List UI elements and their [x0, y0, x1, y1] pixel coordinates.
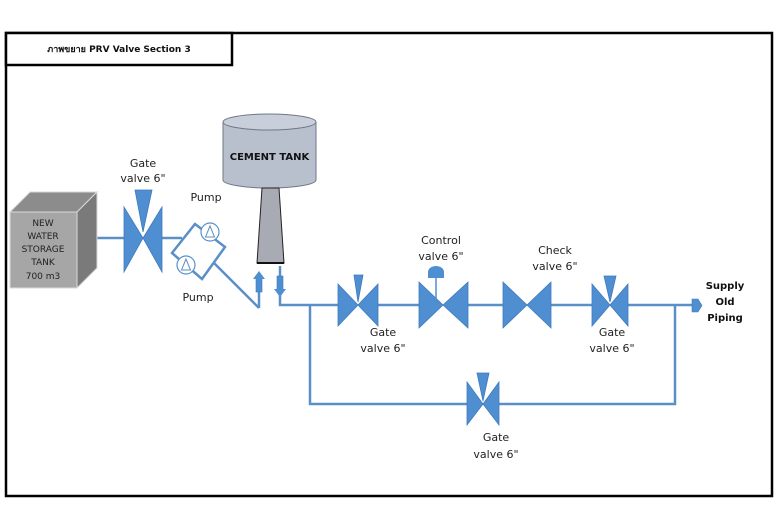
valve-label: valve 6" [473, 448, 518, 461]
control-valve: Control valve 6" [418, 234, 469, 329]
valve-left-wedge [502, 281, 528, 329]
pipes [97, 222, 692, 406]
valve-label: Gate [130, 157, 157, 170]
pumps: Pump Pump [176, 191, 222, 304]
valve-right-wedge [526, 281, 552, 329]
check-valve: Check valve 6" [502, 244, 578, 329]
valve-left-wedge [591, 282, 611, 328]
arrow-down-shaft [276, 275, 284, 291]
pump-label-bottom: Pump [182, 291, 213, 304]
valve-label: Check [538, 244, 572, 257]
valve-label: valve 6" [120, 172, 165, 185]
pump-triangle-icon [180, 257, 192, 271]
diagram-title: ภาพขยาย PRV Valve Section 3 [47, 45, 190, 55]
gate-stem-icon [353, 274, 364, 303]
new-water-storage-tank: NEW WATER STORAGE TANK 700 m3 [8, 190, 99, 290]
pipe-bypass-right [499, 305, 677, 406]
valve-label: Gate [370, 326, 397, 339]
flow-arrows [253, 271, 286, 297]
valve-right-wedge [142, 205, 163, 274]
outlet-label: Old [715, 297, 734, 308]
gate-stem-icon [134, 189, 153, 233]
gate-stem-icon [476, 372, 490, 402]
cement-tank-funnel [256, 187, 285, 264]
valve-label: Gate [599, 326, 626, 339]
valve-right-wedge [482, 380, 500, 427]
valve-label: valve 6" [360, 342, 405, 355]
diagram-frame [4, 31, 774, 498]
valve-left-wedge [418, 281, 444, 329]
pipe-bypass-left [308, 305, 467, 406]
valve-label: Gate [483, 431, 510, 444]
outlet-connector-icon [691, 298, 703, 313]
valve-right-wedge [442, 281, 469, 329]
valve-label: valve 6" [532, 260, 577, 273]
tank-front-face [9, 211, 78, 289]
tank-label-line: NEW [32, 219, 53, 229]
cement-tank-top [222, 113, 317, 131]
valve-label: Control [421, 234, 461, 247]
valve-left-wedge [123, 205, 144, 274]
valve-right-wedge [357, 283, 379, 327]
tank-label-line: WATER [27, 232, 58, 242]
title-box [4, 31, 234, 67]
tank-label-line: TANK [30, 258, 56, 268]
arrow-up-icon [253, 271, 265, 279]
cement-tank: CEMENT TANK [222, 113, 317, 264]
cement-tank-label: CEMENT TANK [230, 152, 311, 163]
valve-left-wedge [466, 380, 484, 427]
outlet-supply-old-piping: Supply Old Piping [691, 281, 745, 324]
valve-label: valve 6" [418, 250, 463, 263]
tank-label-line: STORAGE [22, 245, 65, 255]
gate-valve-inlet: Gate valve 6" [120, 157, 166, 274]
valve-label: valve 6" [589, 342, 634, 355]
gate-valve-main-1: Gate valve 6" [337, 274, 406, 355]
gate-stem-icon [603, 275, 617, 303]
gate-valve-main-2: Gate valve 6" [589, 275, 635, 355]
arrow-up-shaft [255, 277, 263, 293]
valve-left-wedge [337, 283, 359, 327]
tank-label-line: 700 m3 [26, 272, 61, 282]
arrow-down-icon [274, 289, 286, 297]
outlet-label: Piping [707, 313, 743, 324]
pump-triangle-icon [204, 224, 216, 238]
actuator-icon [428, 266, 444, 278]
outlet-label: Supply [706, 281, 745, 292]
pipe-pump-to-tank [213, 262, 260, 309]
gate-valve-bypass: Gate valve 6" [466, 372, 519, 461]
pump-label-top: Pump [190, 191, 221, 204]
valve-right-wedge [609, 282, 629, 328]
